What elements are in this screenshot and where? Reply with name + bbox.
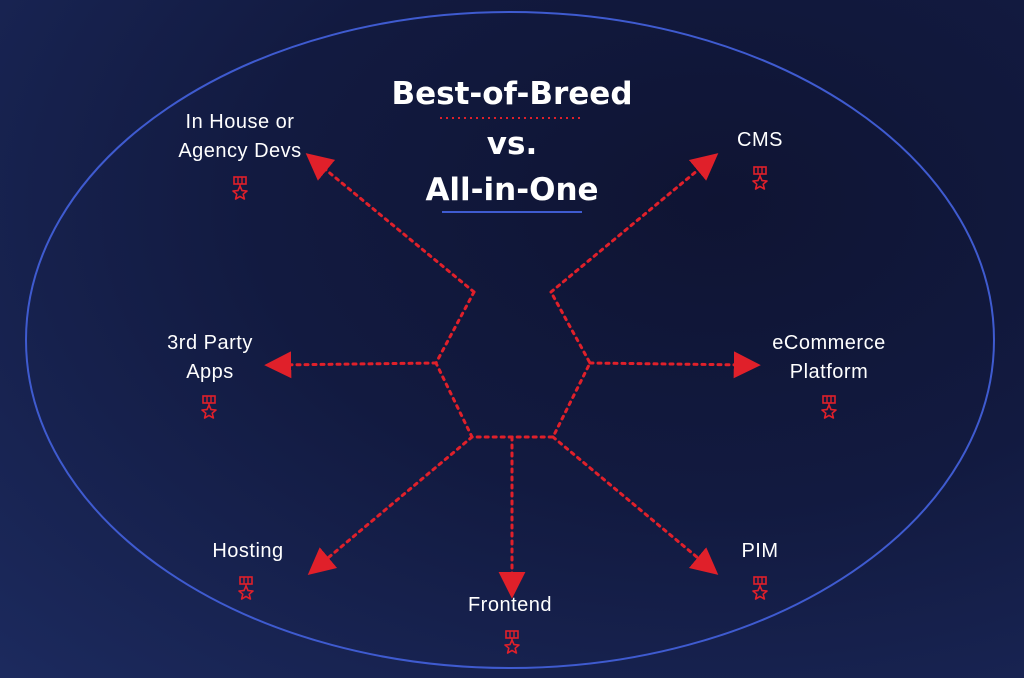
node-third-party: 3rd Party Apps	[140, 329, 280, 387]
medal-icon	[238, 576, 254, 600]
node-frontend-line1: Frontend	[467, 594, 553, 616]
medal-icon	[752, 166, 768, 190]
connector-in-house	[305, 153, 476, 294]
medal-icon	[752, 576, 768, 600]
medal-icon	[821, 395, 837, 419]
medal-icon	[504, 630, 520, 654]
title-line-1: Best-of-Breed	[391, 76, 633, 112]
node-hosting: Hosting	[188, 537, 308, 566]
node-in-house-line1: In House or	[185, 111, 295, 133]
title-line-3: All-in-One	[425, 172, 599, 208]
medal-icon	[201, 395, 217, 419]
connector-hosting	[307, 435, 474, 575]
connector-ecommerce	[588, 351, 761, 379]
connector-cms	[549, 153, 719, 294]
title-line-2: vs.	[486, 126, 538, 162]
node-cms-line1: CMS	[737, 129, 783, 151]
connector-third-party	[264, 351, 438, 379]
central-hexagon	[434, 290, 592, 439]
connectors	[264, 153, 761, 599]
node-in-house-line2: Agency Devs	[178, 140, 302, 162]
node-hosting-line1: Hosting	[212, 540, 284, 562]
node-pim: PIM	[710, 537, 810, 566]
node-cms: CMS	[700, 126, 820, 155]
node-frontend: Frontend	[440, 591, 580, 620]
node-third-party-line1: 3rd Party	[167, 332, 253, 354]
connector-pim	[551, 435, 719, 575]
node-ecommerce-line2: Platform	[789, 361, 869, 383]
node-ecommerce-line1: eCommerce	[772, 332, 886, 354]
medal-icon	[232, 176, 248, 200]
node-in-house: In House or Agency Devs	[160, 108, 320, 166]
outer-ellipse	[25, 11, 995, 669]
node-third-party-line2: Apps	[186, 361, 234, 383]
node-pim-line1: PIM	[741, 540, 779, 562]
node-ecommerce: eCommerce Platform	[749, 329, 909, 387]
